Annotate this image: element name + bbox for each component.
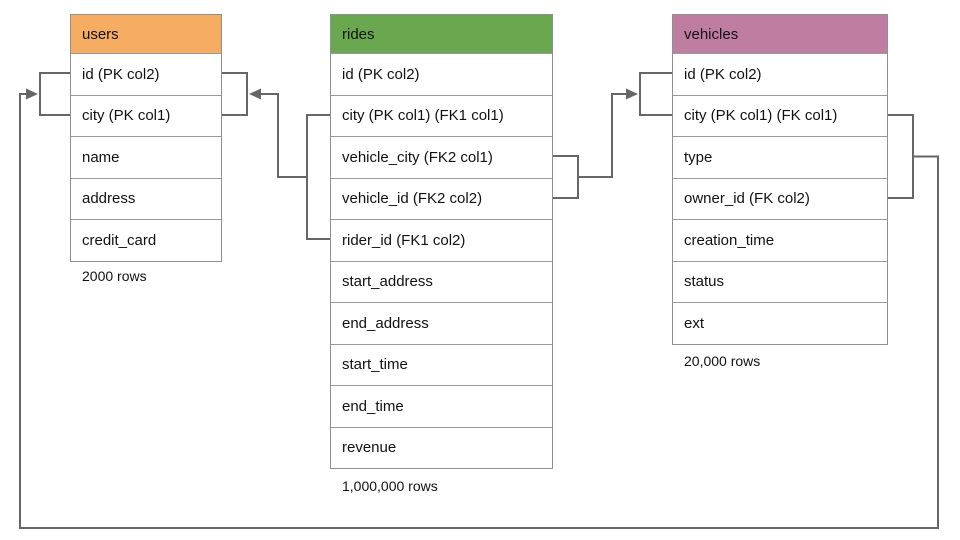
table-rides: rides id (PK col2)city (PK col1) (FK1 co… xyxy=(330,14,553,469)
rides-right-bracket xyxy=(553,155,579,199)
table-column-row: ext xyxy=(673,302,887,344)
users-right-bracket xyxy=(222,72,248,116)
table-rides-columns: id (PK col2)city (PK col1) (FK1 col1)veh… xyxy=(331,53,552,468)
table-column-row: rider_id (FK1 col2) xyxy=(331,219,552,261)
rides-left-bracket xyxy=(306,114,330,240)
table-column-row: type xyxy=(673,136,887,178)
table-users-header: users xyxy=(71,15,221,53)
table-column-row: owner_id (FK col2) xyxy=(673,177,887,219)
table-vehicles-rowcount: 20,000 rows xyxy=(684,353,761,369)
table-column-row: start_address xyxy=(331,260,552,302)
vehicles-left-bracket xyxy=(639,72,672,116)
fk-rides-users-arrowhead xyxy=(249,88,261,100)
table-column-row: id (PK col2) xyxy=(331,53,552,95)
table-column-row: credit_card xyxy=(71,219,221,261)
table-column-row: city (PK col1) (FK1 col1) xyxy=(331,94,552,136)
table-column-row: end_time xyxy=(331,385,552,427)
table-vehicles-columns: id (PK col2)city (PK col1) (FK col1)type… xyxy=(673,53,887,344)
table-column-row: id (PK col2) xyxy=(71,53,221,95)
users-left-bracket xyxy=(39,72,70,116)
vehicles-right-bracket xyxy=(888,114,914,199)
table-rides-header: rides xyxy=(331,15,552,53)
table-column-row: id (PK col2) xyxy=(673,53,887,95)
table-column-row: name xyxy=(71,136,221,178)
fk-rides-to-users-connector xyxy=(222,72,330,240)
table-column-row: vehicle_id (FK2 col2) xyxy=(331,177,552,219)
table-users-rowcount: 2000 rows xyxy=(82,268,147,284)
table-column-row: city (PK col1) (FK col1) xyxy=(673,94,887,136)
table-column-row: end_address xyxy=(331,302,552,344)
fk-rides-users-link xyxy=(261,93,307,178)
fk-rides-vehicles-link xyxy=(578,93,626,178)
fk-rides-vehicles-arrowhead xyxy=(626,88,638,100)
table-column-row: start_time xyxy=(331,343,552,385)
table-column-row: city (PK col1) xyxy=(71,94,221,136)
table-rides-rowcount: 1,000,000 rows xyxy=(342,478,438,494)
table-column-row: revenue xyxy=(331,426,552,468)
table-column-row: status xyxy=(673,260,887,302)
table-column-row: address xyxy=(71,177,221,219)
table-column-row: vehicle_city (FK2 col1) xyxy=(331,136,552,178)
table-vehicles-header: vehicles xyxy=(673,15,887,53)
fk-vehicles-users-arrowhead xyxy=(26,88,38,100)
table-vehicles: vehicles id (PK col2)city (PK col1) (FK … xyxy=(672,14,888,345)
table-column-row: creation_time xyxy=(673,219,887,261)
fk-rides-to-vehicles-connector xyxy=(553,72,672,199)
